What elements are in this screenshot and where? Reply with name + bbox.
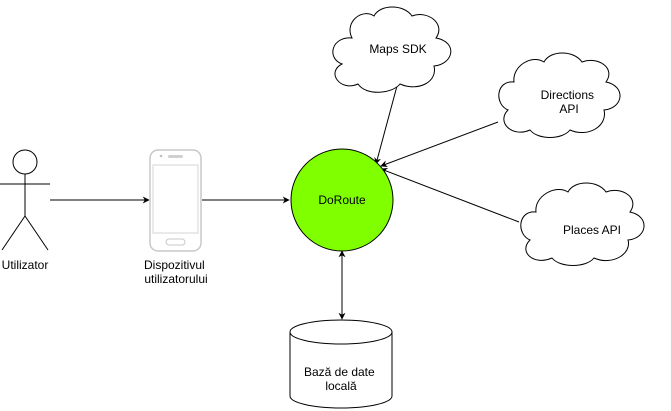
maps-sdk-label: Maps SDK <box>369 42 426 56</box>
places-api-label: Places API <box>563 223 621 237</box>
edge-directions-to-doroute <box>380 121 499 168</box>
directions-api-label: Directions API <box>541 88 598 116</box>
directions-api-cloud <box>498 52 621 138</box>
doroute-node <box>290 148 394 252</box>
actor-label: Utilizator <box>2 258 49 272</box>
maps-sdk-cloud <box>332 6 452 93</box>
database-label: Bază de date locală <box>304 365 378 393</box>
edge-places-to-doroute <box>380 167 520 223</box>
edge-maps-sdk-to-doroute <box>374 85 398 165</box>
smartphone-icon <box>149 149 202 252</box>
device-label: Dispozitivul utilizatorului <box>144 258 208 286</box>
person-icon <box>0 149 50 251</box>
places-api-cloud <box>520 182 645 266</box>
database-cylinder <box>289 319 393 409</box>
doroute-label: DoRoute <box>318 193 366 207</box>
